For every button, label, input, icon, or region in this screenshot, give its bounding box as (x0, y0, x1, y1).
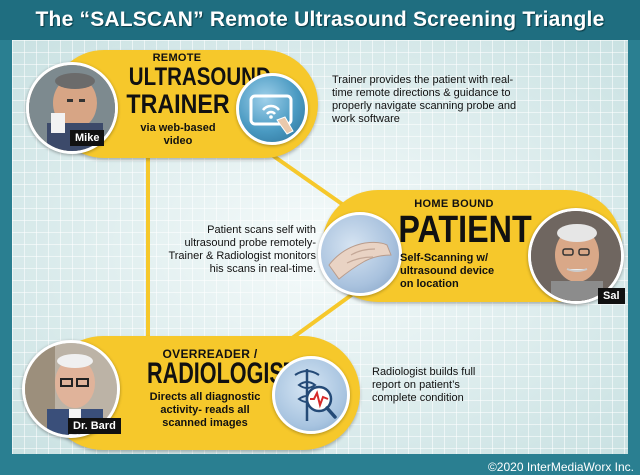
trainer-label-ultrasound: ULTRASOUND (128, 63, 271, 91)
trainer-note: Trainer provides the patient with real-t… (332, 74, 517, 125)
patient-note: Patient scans self with ultrasound probe… (168, 224, 316, 275)
caduceus-heartbeat-icon (272, 356, 350, 434)
mike-photo (26, 62, 118, 154)
dr-bard-nametag: Dr. Bard (68, 418, 121, 434)
page-title: The “SALSCAN” Remote Ultrasound Screenin… (35, 8, 605, 31)
radiologist-label-small: OVERREADER / (162, 347, 258, 361)
radiologist-sub: Directs all diagnostic activity- reads a… (149, 391, 261, 429)
hand-probe-icon (318, 212, 402, 296)
patient-label-small: HOME BOUND (414, 198, 494, 210)
sal-nametag: Sal (598, 288, 625, 304)
title-bar: The “SALSCAN” Remote Ultrasound Screenin… (0, 0, 640, 40)
radiologist-label-big: RADIOLOGIST (147, 357, 298, 390)
trainer-label-small: REMOTE (152, 52, 202, 64)
trainer-label-trainer: TRAINER (126, 89, 230, 119)
radiologist-note: Radiologist builds full report on patien… (372, 366, 476, 404)
trainer-sub: via web-based video (140, 122, 216, 147)
patient-sub: Self-Scanning w/ ultrasound device on lo… (400, 252, 495, 290)
patient-label-big: PATIENT (398, 209, 532, 251)
mike-nametag: Mike (70, 130, 105, 146)
copyright: ©2020 InterMediaWorx Inc. (487, 460, 634, 474)
diagram-panel: Mike REMOTE ULTRASOUND TRAINER via web-b… (12, 40, 628, 454)
tablet-wifi-icon (236, 73, 308, 145)
